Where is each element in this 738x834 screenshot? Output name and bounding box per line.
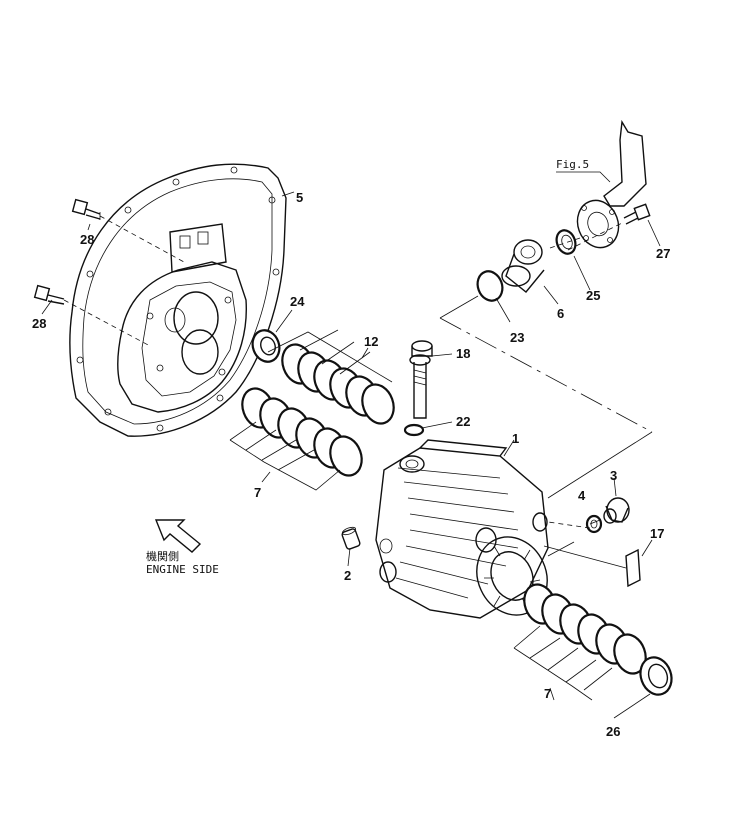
oil-seal-24 [251,329,281,363]
callout-12: 12 [364,334,378,349]
plug-3 [603,497,630,524]
seal-25 [555,229,577,255]
bolt-28-upper [71,198,101,220]
callout-6: 6 [557,306,564,321]
callout-leaders [41,171,661,719]
engine-side-en: ENGINE SIDE [146,563,219,576]
breather-18 [409,340,433,419]
mounting-bracket [576,119,647,249]
callout-labels: 1 2 3 4 5 6 7 7 12 17 18 22 23 24 25 26 … [32,190,670,739]
friction-plates-12 [267,329,395,425]
callout-7-left: 7 [254,485,261,500]
callout-17: 17 [650,526,664,541]
callout-28-lower: 28 [32,316,46,331]
figure-reference: Fig.5 [556,158,589,171]
callout-22: 22 [456,414,470,429]
oil-seal-26 [639,656,673,696]
bolt-28-lower [33,284,65,305]
dowel-pin-2 [341,526,361,550]
callout-18: 18 [456,346,470,361]
bolt-27 [623,203,651,225]
washer-22 [403,423,425,437]
leader-dashes-28 [63,215,185,347]
washer-4 [585,514,603,534]
axis-line-upper [439,295,479,319]
steel-plates-7-left [229,387,363,491]
callout-2: 2 [344,568,351,583]
callout-26: 26 [606,724,620,739]
callout-1: 1 [512,431,519,446]
flywheel-housing [69,163,287,437]
callout-27: 27 [656,246,670,261]
engine-side-jp: 機関側 [146,549,179,563]
shaft-axis-line [439,317,653,433]
callout-23: 23 [510,330,524,345]
callout-28-upper: 28 [80,232,94,247]
coupling-6 [501,239,545,293]
o-ring-23 [476,270,504,302]
axis-line-short [547,541,575,557]
callout-24: 24 [290,294,305,309]
axis-line-lower [547,431,653,499]
callout-3: 3 [610,468,617,483]
steel-plates-7-right [513,583,647,701]
callout-25: 25 [586,288,600,303]
callout-7-right: 7 [544,686,551,701]
callout-5: 5 [296,190,303,205]
leader-dashes-25 [549,221,625,251]
callout-4: 4 [578,488,586,503]
engine-side-arrow-icon [154,519,202,553]
name-plate-17 [625,548,641,588]
